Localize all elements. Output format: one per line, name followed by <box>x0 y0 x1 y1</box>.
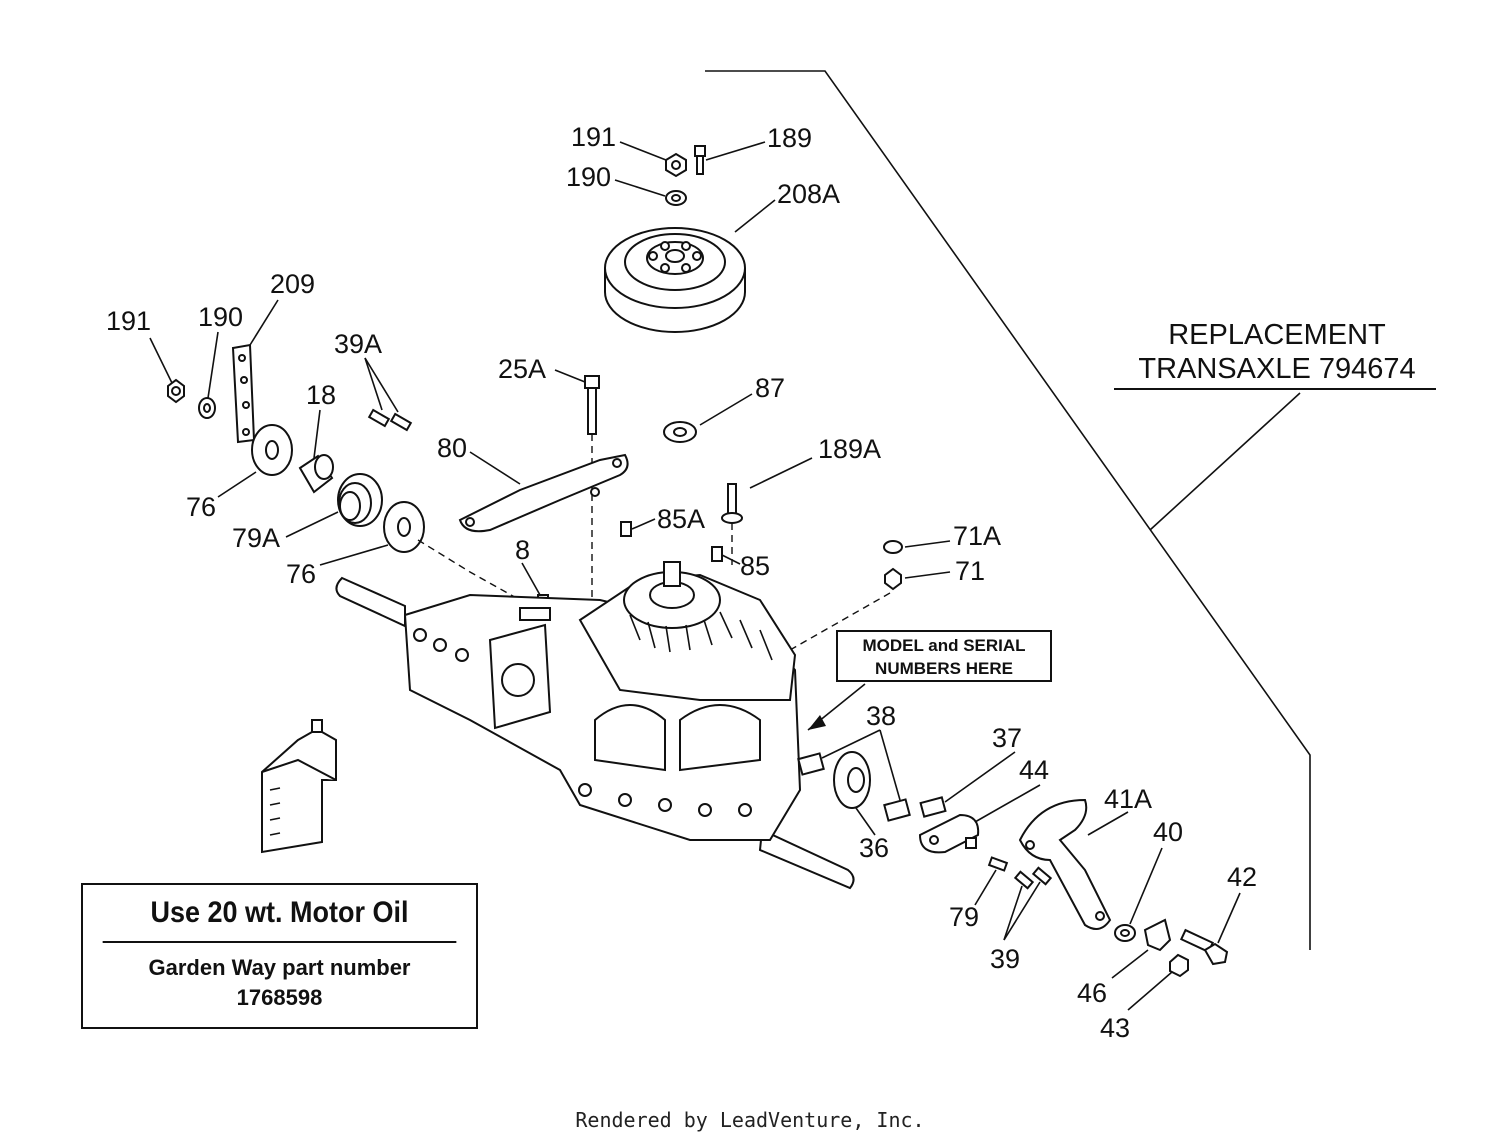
oil-bottle <box>261 719 337 854</box>
callout-8: 8 <box>515 535 530 565</box>
oil-spec-box: Use 20 wt. Motor Oil Garden Way part num… <box>81 883 478 1029</box>
part-39-pins <box>1013 866 1053 890</box>
part-79a-spring <box>337 473 383 527</box>
part-191-nut-top <box>665 152 687 178</box>
part-79-spring <box>987 856 1009 872</box>
replacement-underline <box>1114 388 1436 390</box>
replacement-transaxle-label: REPLACEMENT TRANSAXLE 794674 <box>1112 318 1442 386</box>
part-37-plate <box>919 796 947 818</box>
part-43-nut <box>1169 953 1189 978</box>
callout-43: 43 <box>1100 1013 1130 1043</box>
replacement-line1: REPLACEMENT <box>1168 319 1386 351</box>
part-44-arm <box>918 813 980 854</box>
part-40-washer <box>1114 924 1136 942</box>
part-46-clip <box>1143 918 1172 952</box>
part-189-bolt <box>694 145 706 175</box>
part-76-washer-lower <box>383 501 425 553</box>
callout-79: 79 <box>949 902 979 932</box>
callout-39a: 39A <box>334 329 382 359</box>
footer-credit: Rendered by LeadVenture, Inc. <box>575 1108 925 1132</box>
callout-79a: 79A <box>232 523 280 553</box>
serial-note-line1: MODEL and SERIAL <box>862 636 1026 655</box>
part-18-bushing <box>298 454 334 494</box>
callout-80: 80 <box>437 433 467 463</box>
oil-spec-details: Garden Way part number 1768598 <box>83 953 476 1013</box>
part-85a-plug <box>620 521 632 537</box>
callout-208a: 208A <box>777 179 840 209</box>
callout-87: 87 <box>755 373 785 403</box>
callout-71: 71 <box>955 556 985 586</box>
callout-38: 38 <box>866 701 896 731</box>
oil-part-label: Garden Way part number <box>148 955 411 980</box>
part-80-bracket <box>458 453 629 533</box>
callout-71a: 71A <box>953 521 1001 551</box>
callout-209: 209 <box>270 269 315 299</box>
callout-25a: 25A <box>498 354 546 384</box>
part-85-plug <box>711 546 723 562</box>
callout-189a: 189A <box>818 434 881 464</box>
callout-18: 18 <box>306 380 336 410</box>
serial-note-line2: NUMBERS HERE <box>875 659 1013 678</box>
callout-36: 36 <box>859 833 889 863</box>
part-71-nut <box>884 567 902 591</box>
replacement-line2: TRANSAXLE 794674 <box>1138 353 1416 385</box>
replacement-leader <box>1149 392 1301 531</box>
oil-spec-heading: Use 20 wt. Motor Oil <box>102 885 457 943</box>
callout-189: 189 <box>767 123 812 153</box>
oil-part-number: 1768598 <box>236 985 323 1010</box>
callout-42: 42 <box>1227 862 1257 892</box>
callout-46: 46 <box>1077 978 1107 1008</box>
callout-39: 39 <box>990 944 1020 974</box>
callout-40: 40 <box>1153 817 1183 847</box>
part-38-blocks <box>797 752 911 822</box>
callout-44: 44 <box>1019 755 1049 785</box>
callout-37: 37 <box>992 723 1022 753</box>
part-39a-pins <box>367 408 413 432</box>
part-transaxle-body <box>335 561 855 890</box>
part-36-collar <box>833 751 871 809</box>
serial-number-note: MODEL and SERIAL NUMBERS HERE <box>836 630 1052 682</box>
callout-76-lower: 76 <box>286 559 316 589</box>
part-87-bearing <box>663 421 697 443</box>
part-76-washer-upper <box>251 424 293 476</box>
callout-85a: 85A <box>657 504 705 534</box>
part-191-nut-left <box>167 378 185 404</box>
callout-191-left: 191 <box>106 306 151 336</box>
part-71a-washer <box>883 540 903 554</box>
part-208a-pulley <box>604 227 746 333</box>
boundary-line <box>705 70 1311 950</box>
part-42-bolt <box>1179 928 1229 966</box>
leader-lines <box>149 141 1241 1011</box>
part-25a-bolt <box>584 375 600 435</box>
callout-190-left: 190 <box>198 302 243 332</box>
part-190-washer-left <box>198 397 216 419</box>
callout-76-upper: 76 <box>186 492 216 522</box>
callout-41a: 41A <box>1104 784 1152 814</box>
part-190-washer-top <box>665 190 687 206</box>
part-41a-shift-lever <box>1018 798 1112 930</box>
part-189a-bolt <box>721 483 743 524</box>
part-209-link-arm <box>231 343 256 444</box>
callout-191-top: 191 <box>571 122 616 152</box>
callout-85: 85 <box>740 551 770 581</box>
arrow-serial <box>808 715 826 730</box>
callout-190-top: 190 <box>566 162 611 192</box>
